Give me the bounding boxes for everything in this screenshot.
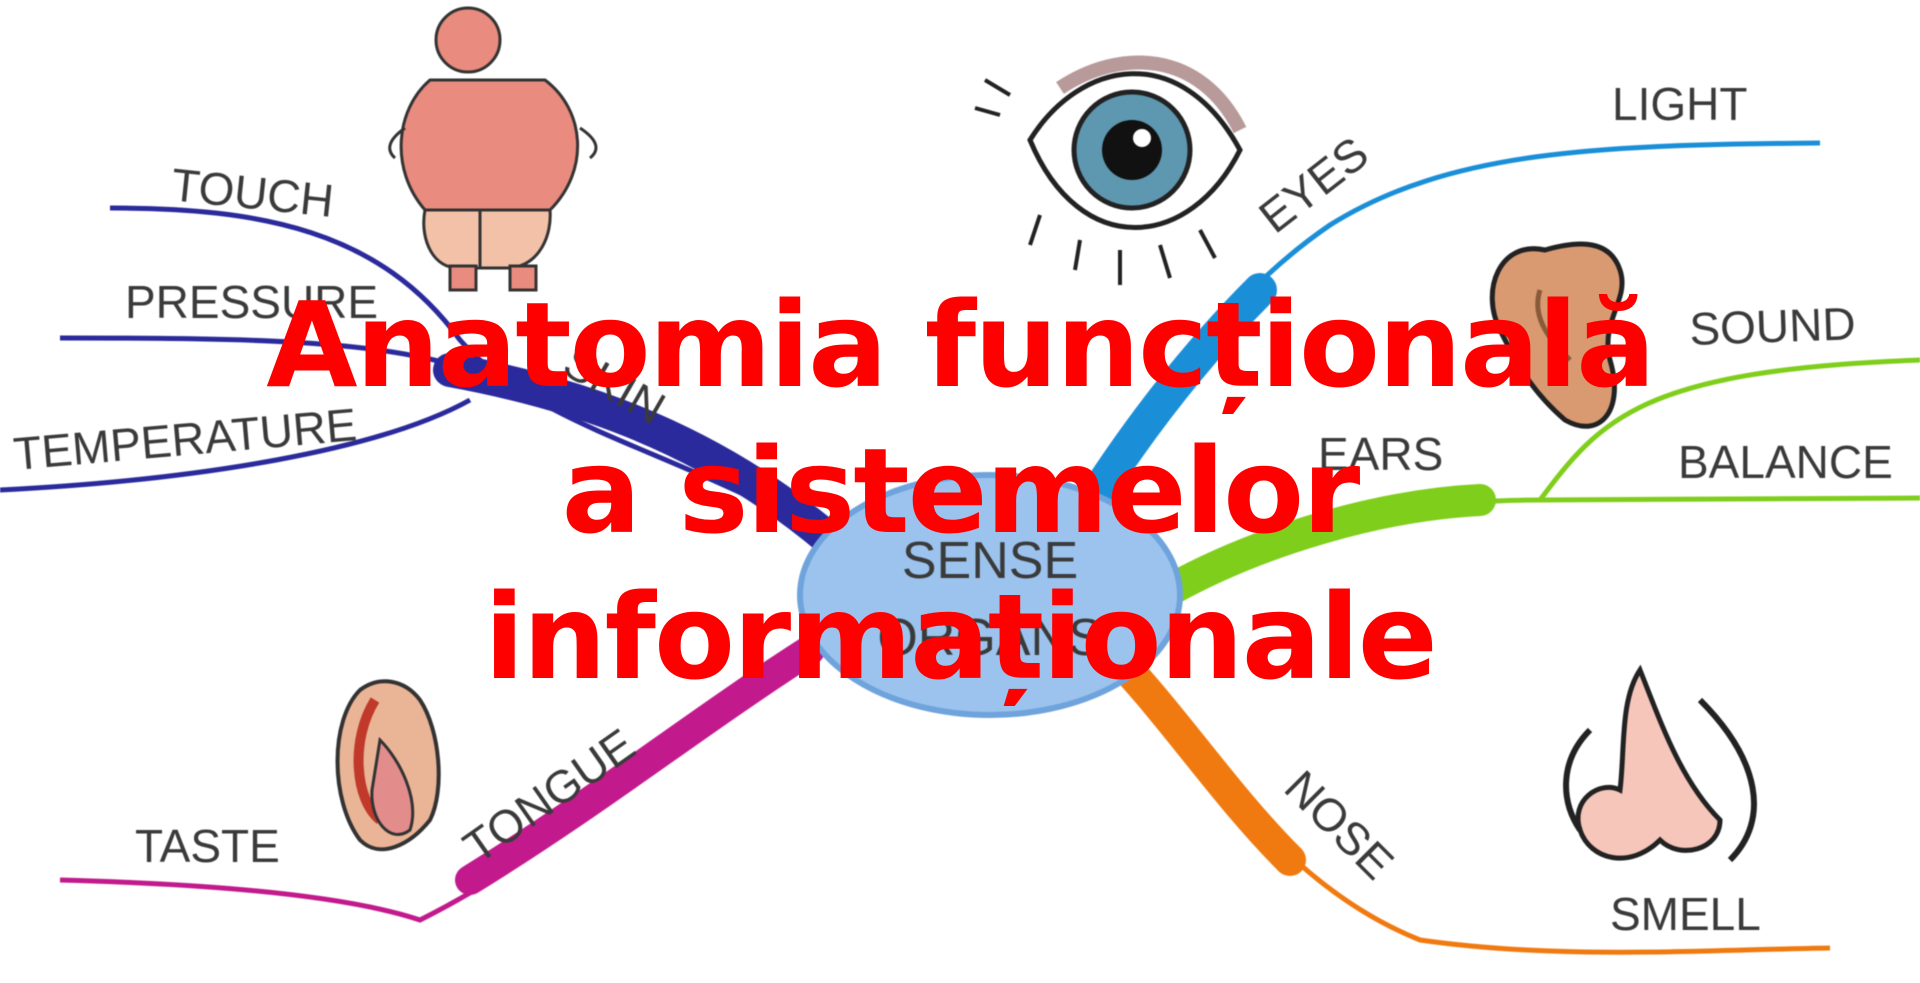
branch-label-eyes: EYES [1249,126,1378,243]
eye-icon [975,62,1240,285]
sub-label-taste: TASTE [135,820,280,872]
title-line-2: a sistemelor [0,418,1920,564]
title-line-3: informaționale [0,564,1920,710]
sub-label-touch: TOUCH [169,158,336,227]
sub-label-light: LIGHT [1612,78,1747,130]
sub-label-smell: SMELL [1610,888,1761,940]
slide-title: Anatomia funcțională a sistemelor inform… [0,272,1920,710]
title-line-1: Anatomia funcțională [0,272,1920,418]
person-icon [390,8,596,290]
